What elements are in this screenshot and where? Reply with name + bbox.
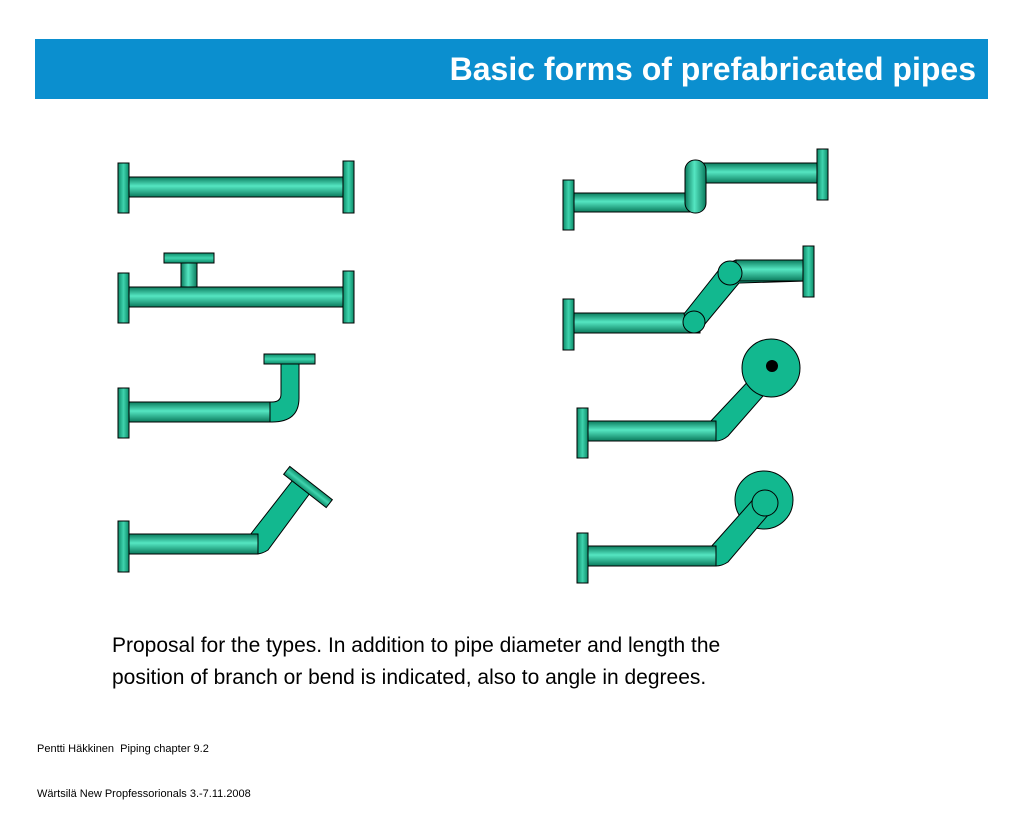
angled-bend-pipe	[117, 465, 334, 573]
straight-pipe	[117, 160, 355, 214]
tee-branch-pipe	[117, 252, 355, 324]
title-bar: Basic forms of prefabricated pipes	[35, 39, 988, 99]
caption-line: Proposal for the types. In addition to p…	[112, 634, 721, 657]
offset-pipe	[562, 148, 829, 231]
caption: Proposal for the types. In addition to p…	[112, 630, 902, 694]
angled-bend-with-end-view-ring	[576, 470, 794, 584]
angled-bend-with-end-view-disc	[576, 338, 801, 459]
caption-line: position of branch or bend is indicated,…	[112, 666, 707, 689]
footer-line-event: Wärtsilä New Propfessorionals 3.-7.11.20…	[37, 788, 251, 800]
end-view-center-dot	[766, 360, 778, 372]
footer: Pentti Häkkinen Piping chapter 9.2 Wärts…	[37, 712, 251, 817]
footer-line-author: Pentti Häkkinen Piping chapter 9.2	[37, 743, 209, 755]
pipe-forms-diagram	[117, 148, 829, 584]
double-angled-offset-pipe	[562, 245, 815, 351]
slide-title: Basic forms of prefabricated pipes	[449, 51, 976, 87]
90-degree-bend-pipe	[117, 353, 316, 439]
